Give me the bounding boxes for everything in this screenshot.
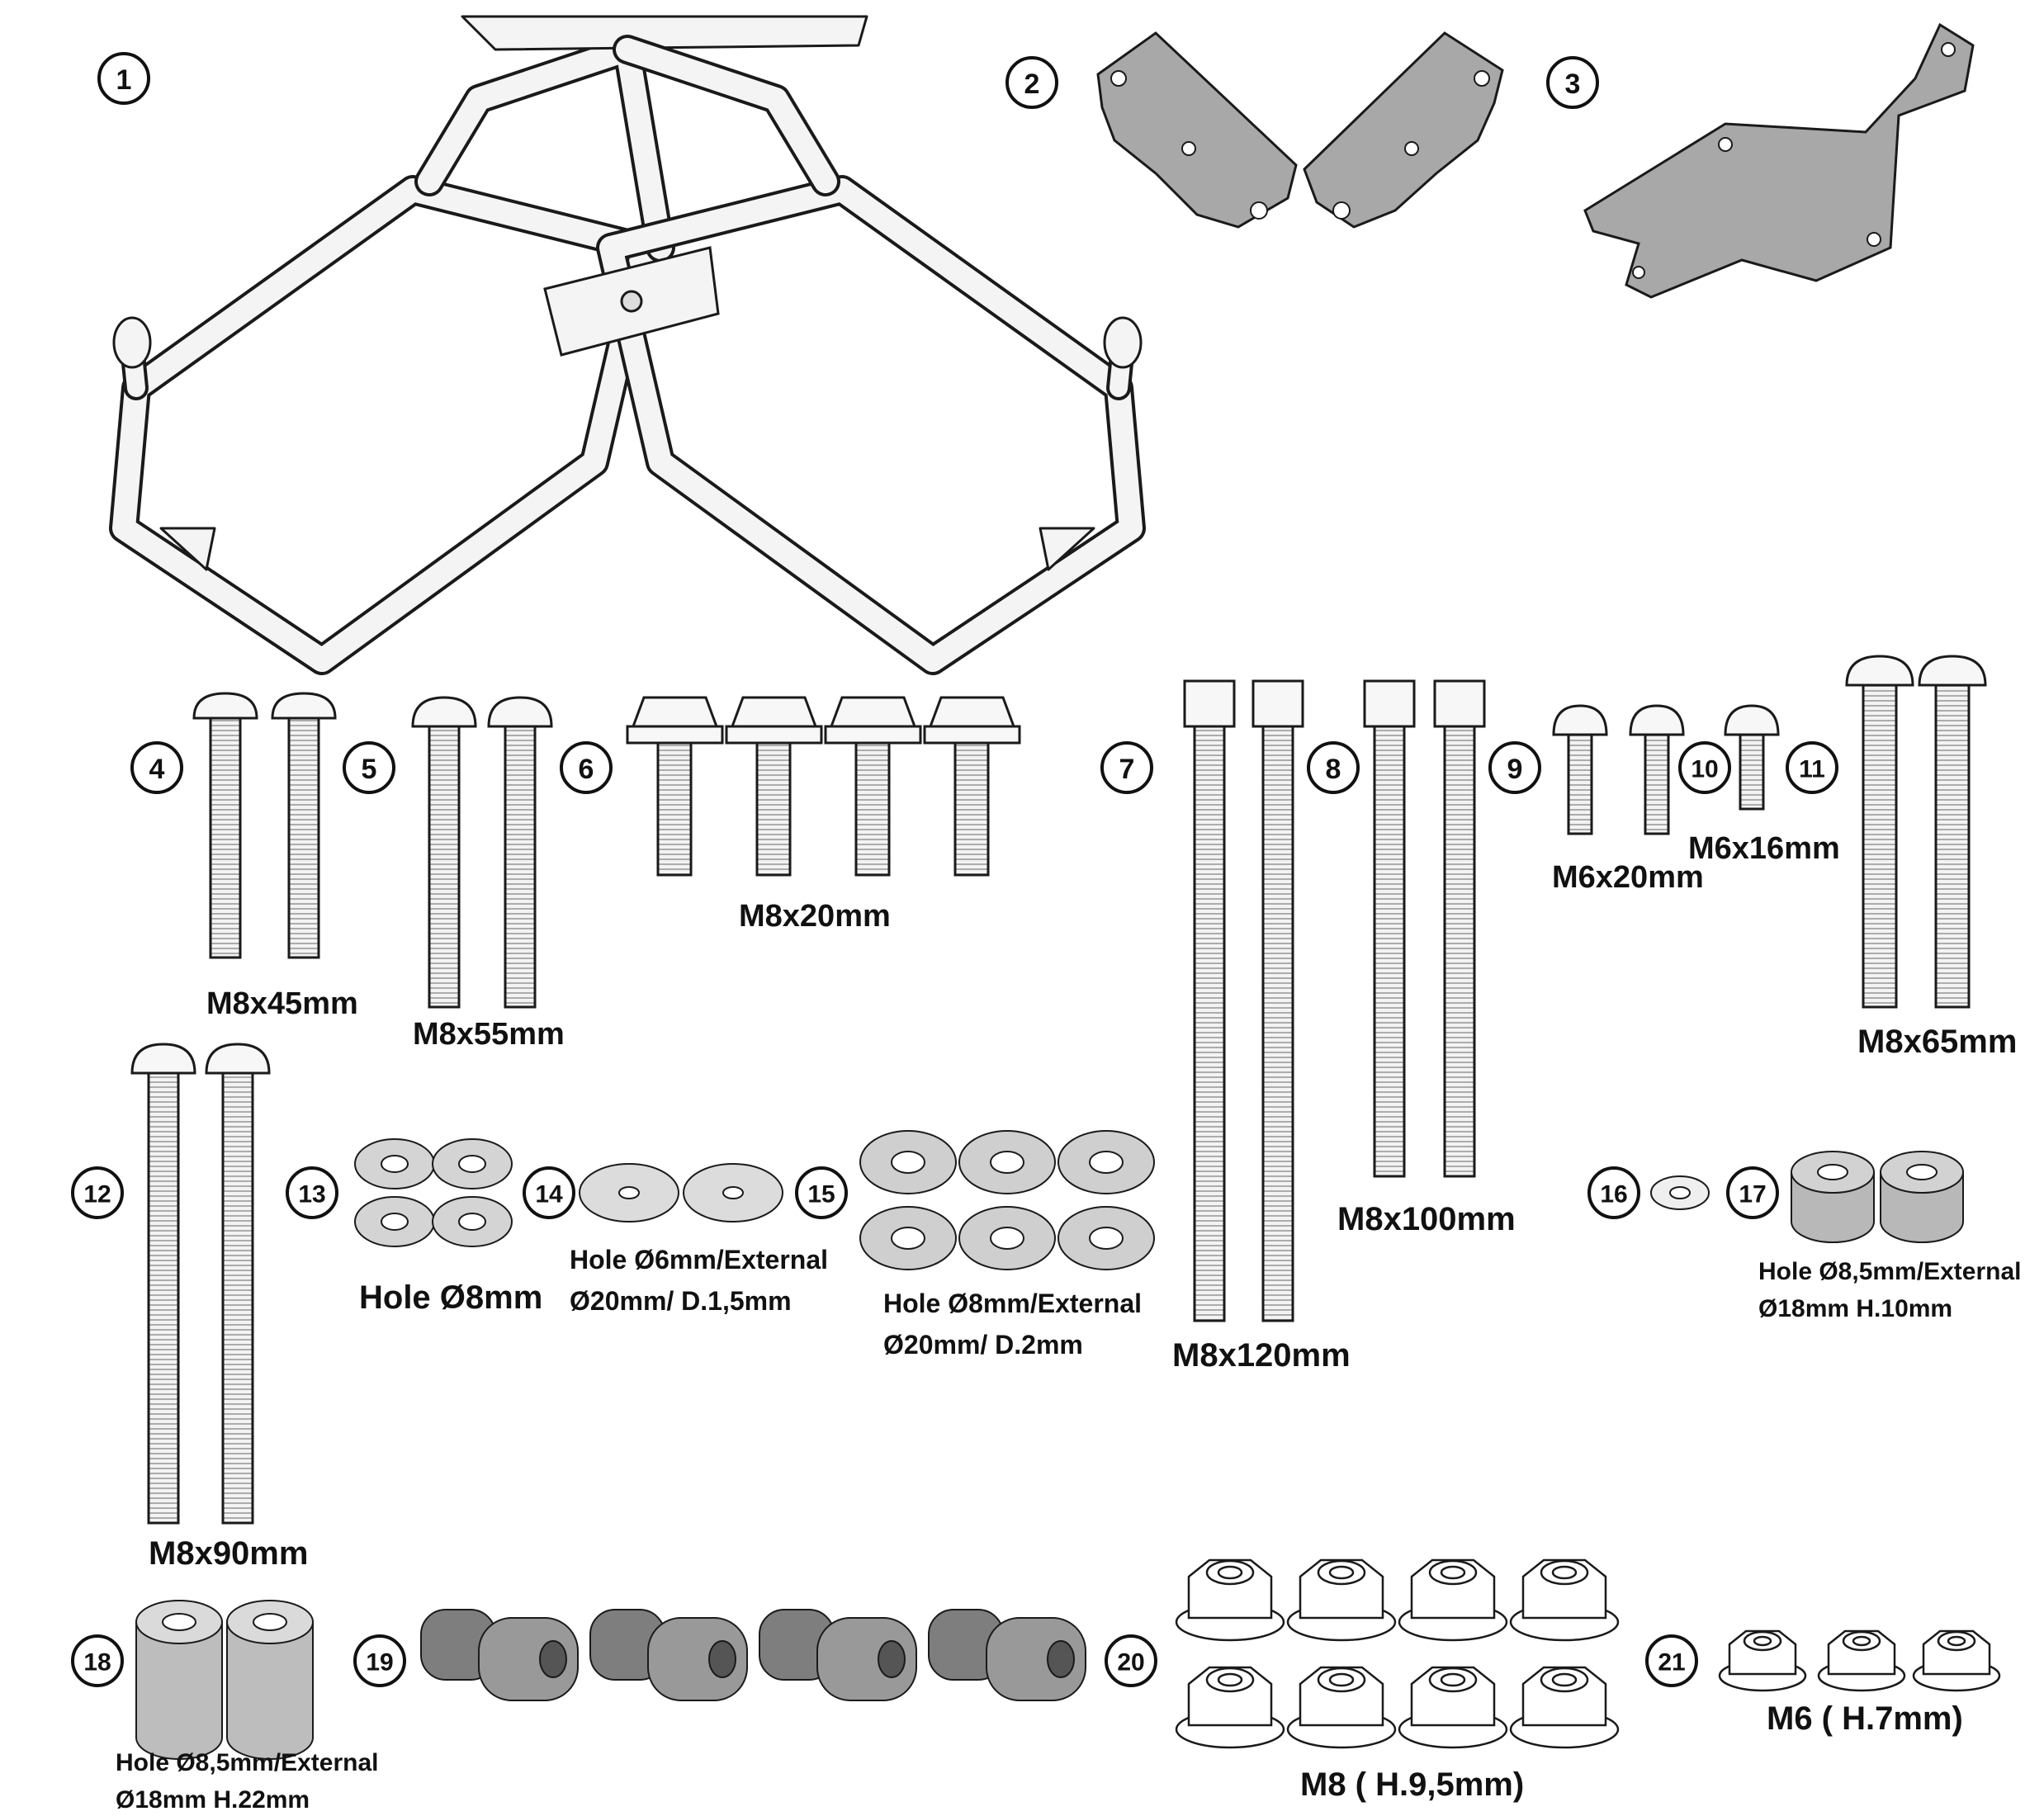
bolt-m8x55-pair <box>411 696 553 1009</box>
bolt-m8x65-pair <box>1845 655 1987 1009</box>
spacer-pair-10mm <box>1791 1151 1964 1243</box>
washer-pair-6mm <box>579 1163 783 1222</box>
part-20-label: M8 ( H.9,5mm) <box>1300 1766 1524 1803</box>
part-6-label: M8x20mm <box>739 899 891 934</box>
part-1-number: 1 <box>116 64 132 96</box>
part-11-label: M8x65mm <box>1857 1024 2017 1060</box>
part-6-number: 6 <box>579 754 594 785</box>
hex-bolt-m8x20-set <box>626 696 1021 877</box>
part-9-label: M6x20mm <box>1552 860 1704 895</box>
part-number-badge <box>71 1166 124 1219</box>
part-number-badge <box>286 1166 338 1219</box>
part-8-label: M8x100mm <box>1337 1201 1516 1237</box>
part-7-number: 7 <box>1119 754 1135 785</box>
part-number-badge <box>1100 741 1153 794</box>
part-3-number: 3 <box>1565 69 1581 100</box>
part-14-label-2: Ø20mm/ D.1,5mm <box>570 1286 792 1316</box>
bolt-m6x20-pair <box>1552 704 1685 835</box>
part-number-badge <box>130 741 183 794</box>
bolt-m8x45-pair <box>192 692 337 959</box>
washer-set-8mm-large <box>859 1130 1155 1270</box>
part-18-label: Hole Ø8,5mm/External <box>116 1749 378 1776</box>
part-number-badge <box>353 1634 406 1687</box>
bolt-m8x120-pair <box>1183 679 1304 1322</box>
bracket-plate-right <box>1303 31 1504 229</box>
part-20-number: 20 <box>1117 1649 1144 1676</box>
part-21-label: M6 ( H.7mm) <box>1767 1700 1963 1737</box>
mount-plate <box>1583 22 1975 299</box>
part-number-badge <box>1786 741 1838 794</box>
part-8-number: 8 <box>1326 754 1341 785</box>
part-number-badge <box>1005 56 1058 109</box>
part-number-badge <box>560 741 613 794</box>
rubber-bushing-set <box>420 1609 1086 1701</box>
part-number-badge <box>1678 741 1731 794</box>
part-number-badge <box>97 52 150 105</box>
part-17-number: 17 <box>1739 1181 1766 1208</box>
nut-set-m8 <box>1175 1558 1620 1749</box>
part-12-label: M8x90mm <box>149 1535 308 1572</box>
washer-small <box>1650 1175 1710 1210</box>
part-14-number: 14 <box>535 1181 563 1208</box>
part-13-number: 13 <box>298 1181 325 1208</box>
part-17-label: Hole Ø8,5mm/External <box>1758 1258 2021 1285</box>
part-11-number: 11 <box>1799 756 1825 783</box>
part-14-label: Hole Ø6mm/External <box>570 1245 828 1275</box>
part-21-number: 21 <box>1658 1649 1685 1676</box>
part-10-number: 10 <box>1691 756 1718 783</box>
part-17-label-2: Ø18mm H.10mm <box>1758 1295 1952 1322</box>
part-number-badge <box>1105 1634 1157 1687</box>
part-5-label: M8x55mm <box>413 1017 565 1052</box>
part-number-badge <box>1488 741 1541 794</box>
part-18-label-2: Ø18mm H.22mm <box>116 1786 310 1814</box>
part-13-label: Hole Ø8mm <box>359 1279 542 1316</box>
nut-set-m6 <box>1718 1629 2001 1692</box>
part-number-badge <box>1587 1166 1640 1219</box>
part-5-number: 5 <box>362 754 377 785</box>
part-number-badge <box>523 1166 575 1219</box>
part-4-number: 4 <box>149 754 165 785</box>
part-9-number: 9 <box>1507 754 1523 785</box>
side-frame-right <box>596 35 1146 675</box>
part-15-number: 15 <box>807 1181 835 1208</box>
washer-set-8mm <box>354 1138 513 1247</box>
part-number-badge <box>343 741 395 794</box>
spacer-pair-22mm <box>135 1600 314 1760</box>
part-10-label: M6x16mm <box>1688 831 1840 866</box>
part-4-label: M8x45mm <box>206 986 358 1021</box>
part-number-badge <box>1726 1166 1779 1219</box>
side-frame-left <box>109 15 868 675</box>
part-2-number: 2 <box>1024 69 1040 100</box>
part-15-label-2: Ø20mm/ D.2mm <box>883 1330 1083 1360</box>
part-7-label: M8x120mm <box>1172 1337 1351 1374</box>
part-12-number: 12 <box>83 1181 111 1208</box>
part-number-badge <box>1645 1634 1698 1687</box>
part-16-number: 16 <box>1600 1181 1627 1208</box>
part-18-number: 18 <box>83 1649 111 1676</box>
bracket-plate-left <box>1096 31 1298 229</box>
frame-cross-brace <box>543 246 720 357</box>
part-15-label: Hole Ø8mm/External <box>883 1289 1142 1318</box>
bolt-m6x16 <box>1724 704 1780 811</box>
part-number-badge <box>71 1634 124 1687</box>
part-number-badge <box>795 1166 848 1219</box>
part-19-number: 19 <box>366 1649 393 1676</box>
part-number-badge <box>1546 56 1599 109</box>
part-number-badge <box>1307 741 1360 794</box>
bolt-m8x100-pair <box>1363 679 1486 1178</box>
bolt-m8x90-pair <box>130 1043 271 1525</box>
